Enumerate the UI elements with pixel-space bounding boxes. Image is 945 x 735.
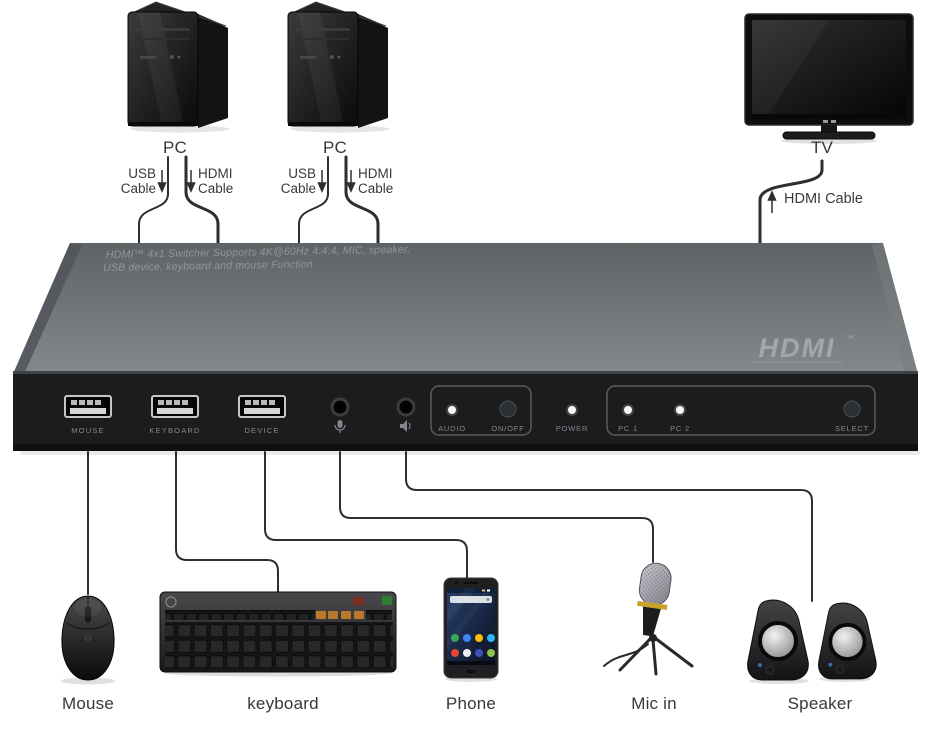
hdmi-logo-text: HDMI bbox=[759, 333, 836, 363]
pc1-usb-cable-label-line2: Cable bbox=[120, 181, 156, 196]
pc2-led-label: PC 2 bbox=[670, 424, 690, 433]
pc2-tower bbox=[287, 1, 391, 133]
mic-jack-icon bbox=[334, 420, 346, 433]
pc1-tower bbox=[127, 1, 231, 133]
phone-cable-line bbox=[264, 451, 468, 581]
pc1-hdmi-cable-label: HDMI Cable bbox=[198, 166, 264, 196]
speaker-devices bbox=[745, 598, 879, 684]
pc2-hdmi-cable-label: HDMI Cable bbox=[358, 166, 424, 196]
keyboard-cable-line bbox=[175, 451, 279, 595]
mic-label: Mic in bbox=[631, 694, 677, 713]
switcher-top-text: HDMI™ 4x1 Switcher Supports 4K@60Hz 4:4:… bbox=[103, 244, 410, 274]
audio-led bbox=[448, 406, 456, 414]
pc2-usb-cable-label-line1: USB bbox=[288, 166, 316, 181]
onoff-button-label: ON/OFF bbox=[491, 424, 524, 433]
pc-select-group: PC 1 PC 2 SELECT bbox=[606, 385, 876, 436]
hdmi-logo: HDMI ™ bbox=[752, 333, 854, 364]
keyboard-label: keyboard bbox=[247, 694, 319, 713]
tv-label: TV bbox=[810, 138, 834, 157]
speaker-right bbox=[816, 601, 879, 681]
speaker-jack-icon bbox=[400, 420, 411, 432]
mouse-device bbox=[61, 595, 115, 685]
select-button-label: SELECT bbox=[835, 424, 869, 433]
pc2-usb-down-arrow-icon bbox=[317, 170, 327, 193]
speaker-label: Speaker bbox=[787, 694, 853, 713]
device-port-label: DEVICE bbox=[244, 426, 279, 435]
audio-led-label: AUDIO bbox=[438, 424, 466, 433]
keyboard-logo bbox=[165, 596, 177, 608]
switcher-top-text-line2: USB device, keyboard and mouse Function bbox=[103, 258, 313, 274]
pc1-usb-down-arrow-icon bbox=[157, 170, 167, 193]
mic-device bbox=[603, 562, 694, 676]
pc2-hdmi-cable-line bbox=[344, 155, 380, 246]
mic-jack bbox=[330, 397, 350, 417]
pc1-hdmi-down-arrow-icon bbox=[186, 170, 196, 193]
tv-monitor bbox=[744, 13, 914, 144]
pc2-hdmi-down-arrow-icon bbox=[346, 170, 356, 193]
hdmi-logo-tm: ™ bbox=[846, 334, 854, 343]
pc1-usb-cable-label: USB Cable bbox=[94, 166, 156, 196]
pc2-usb-cable-label: USB Cable bbox=[254, 166, 316, 196]
audio-group: AUDIO ON/OFF bbox=[430, 385, 532, 436]
tv-hdmi-cable-label: HDMI Cable bbox=[784, 191, 863, 207]
pc1-label: PC bbox=[162, 138, 188, 157]
switcher-top-text-line1: HDMI™ 4x1 Switcher Supports 4K@60Hz 4:4:… bbox=[106, 244, 410, 261]
power-led-label: POWER bbox=[556, 424, 588, 433]
usb-port-keyboard bbox=[151, 395, 199, 418]
speaker-jack bbox=[396, 397, 416, 417]
pc2-hdmi-cable-label-line2: Cable bbox=[358, 181, 394, 196]
power-led bbox=[568, 406, 576, 414]
switcher-top-face bbox=[13, 243, 918, 374]
pc1-hdmi-cable-label-line1: HDMI bbox=[198, 166, 233, 181]
cables-layer bbox=[87, 155, 824, 602]
usb-port-device bbox=[238, 395, 286, 418]
pc1-hdmi-cable-label-line2: Cable bbox=[198, 181, 234, 196]
keyboard-port-label: KEYBOARD bbox=[149, 426, 200, 435]
tv-hdmi-up-arrow-icon bbox=[767, 190, 777, 213]
mic-cable-line bbox=[339, 451, 654, 563]
usb-port-mouse bbox=[64, 395, 112, 418]
pc1-led bbox=[624, 406, 632, 414]
speaker-cable-line bbox=[405, 451, 813, 602]
phone-device bbox=[443, 577, 499, 682]
onoff-button bbox=[499, 400, 517, 418]
keyboard-device bbox=[159, 591, 397, 677]
pc2-usb-cable-label-line2: Cable bbox=[280, 181, 316, 196]
mouse-label: Mouse bbox=[61, 694, 115, 713]
pc1-hdmi-cable-line bbox=[184, 155, 220, 246]
pc1-led-label: PC 1 bbox=[618, 424, 638, 433]
pc1-usb-cable-line bbox=[138, 156, 169, 245]
pc2-hdmi-cable-label-line1: HDMI bbox=[358, 166, 393, 181]
cable-arrows bbox=[157, 170, 777, 213]
phone-label: Phone bbox=[445, 694, 497, 713]
switcher-device: HDMI™ 4x1 Switcher Supports 4K@60Hz 4:4:… bbox=[13, 243, 920, 455]
speaker-left bbox=[745, 598, 811, 682]
pc1-usb-cable-label-line1: USB bbox=[128, 166, 156, 181]
pc2-label: PC bbox=[322, 138, 348, 157]
pc2-usb-cable-line bbox=[298, 156, 329, 245]
tv-hdmi-cable-line bbox=[758, 159, 824, 246]
mouse-port-label: MOUSE bbox=[71, 426, 105, 435]
mouse-scroll-wheel bbox=[83, 605, 93, 625]
pc2-led bbox=[676, 406, 684, 414]
select-button bbox=[843, 400, 861, 418]
